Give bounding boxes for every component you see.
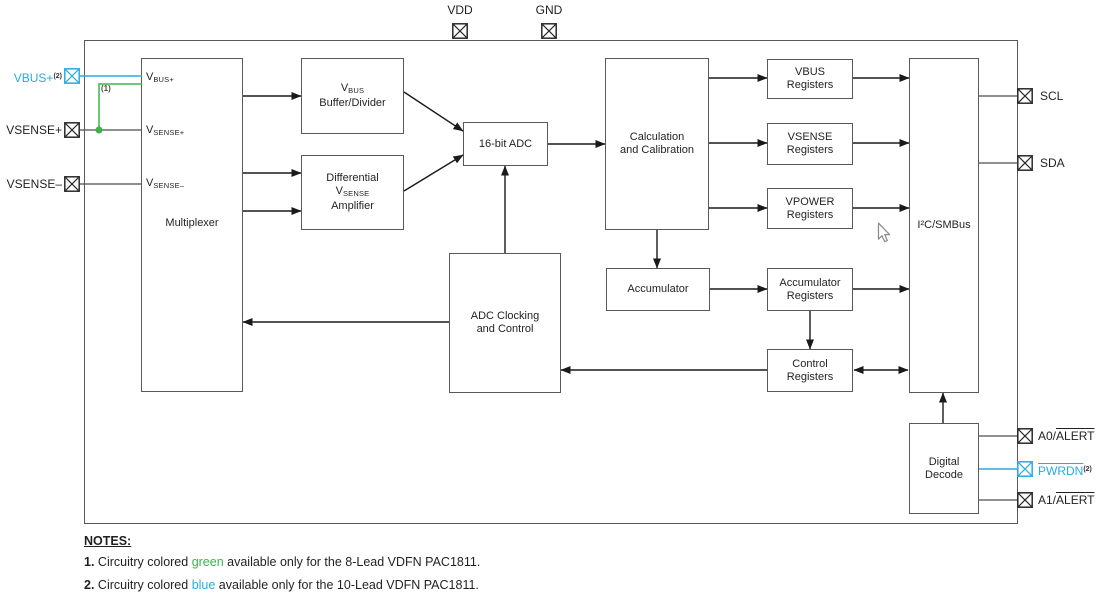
pin-label-vdd: VDD [447,3,473,17]
pin-box-scl [1017,88,1033,104]
block-i2c-smbus: I²C/SMBus [909,58,979,393]
pin-label-pwrdn: PWRDN(2) [1038,464,1092,478]
block-adc-clocking-control: ADC Clocking and Control [449,253,561,393]
mux-input-vsense-plus-label: VSENSE+ [146,124,185,137]
pin-label-vsense-minus: VSENSE– [6,177,62,191]
multiplexer-title: Multiplexer [165,217,219,229]
pin-box-sda [1017,155,1033,171]
note-1: 1. Circuitry colored green available onl… [84,555,481,569]
block-accumulator-registers: Accumulator Registers [767,268,853,311]
pin-box-a1-alert [1017,492,1033,508]
block-vpower-registers: VPOWER Registers [767,188,853,229]
pin-label-a1-alert: A1/ALERT [1038,493,1095,507]
block-control-registers: Control Registers [767,349,853,392]
pin-box-pwrdn [1017,461,1033,477]
block-16bit-adc: 16-bit ADC [463,122,548,166]
note1-callout: (1) [101,84,111,93]
pin-label-gnd: GND [535,3,563,17]
notes-heading: NOTES: [84,534,132,548]
block-digital-decode: Digital Decode [909,423,979,514]
mux-input-vsense-minus-label: VSENSE– [146,177,185,190]
pin-label-vsense-plus: VSENSE+ [6,123,62,137]
block-vsense-registers: VSENSE Registers [767,123,853,165]
mux-input-vbus-label: VBUS+ [146,71,174,84]
pin-label-a0-alert: A0/ALERT [1038,429,1095,443]
block-vbus-registers: VBUS Registers [767,59,853,99]
note-2: 2. Circuitry colored blue available only… [84,578,479,592]
pin-box-gnd [541,23,557,39]
chip-outline [84,40,1018,524]
pin-box-vsense-plus [64,122,80,138]
block-multiplexer: VBUS+ VSENSE+ VSENSE– Multiplexer [141,58,243,392]
pin-label-scl: SCL [1040,89,1064,103]
pin-label-sda: SDA [1040,156,1065,170]
pin-box-vbus-plus [64,68,80,84]
pin-box-a0-alert [1017,428,1033,444]
pin-box-vsense-minus [64,176,80,192]
mouse-cursor [877,222,891,248]
block-calculation-calibration: Calculation and Calibration [605,58,709,230]
block-vbus-buffer-divider: VBUS Buffer/Divider [301,58,404,134]
pin-box-vdd [452,23,468,39]
pin-label-vbus-plus: VBUS+(2) [13,71,62,85]
block-accumulator: Accumulator [606,268,710,311]
block-differential-vsense-amplifier: Differential VSENSE Amplifier [301,155,404,230]
